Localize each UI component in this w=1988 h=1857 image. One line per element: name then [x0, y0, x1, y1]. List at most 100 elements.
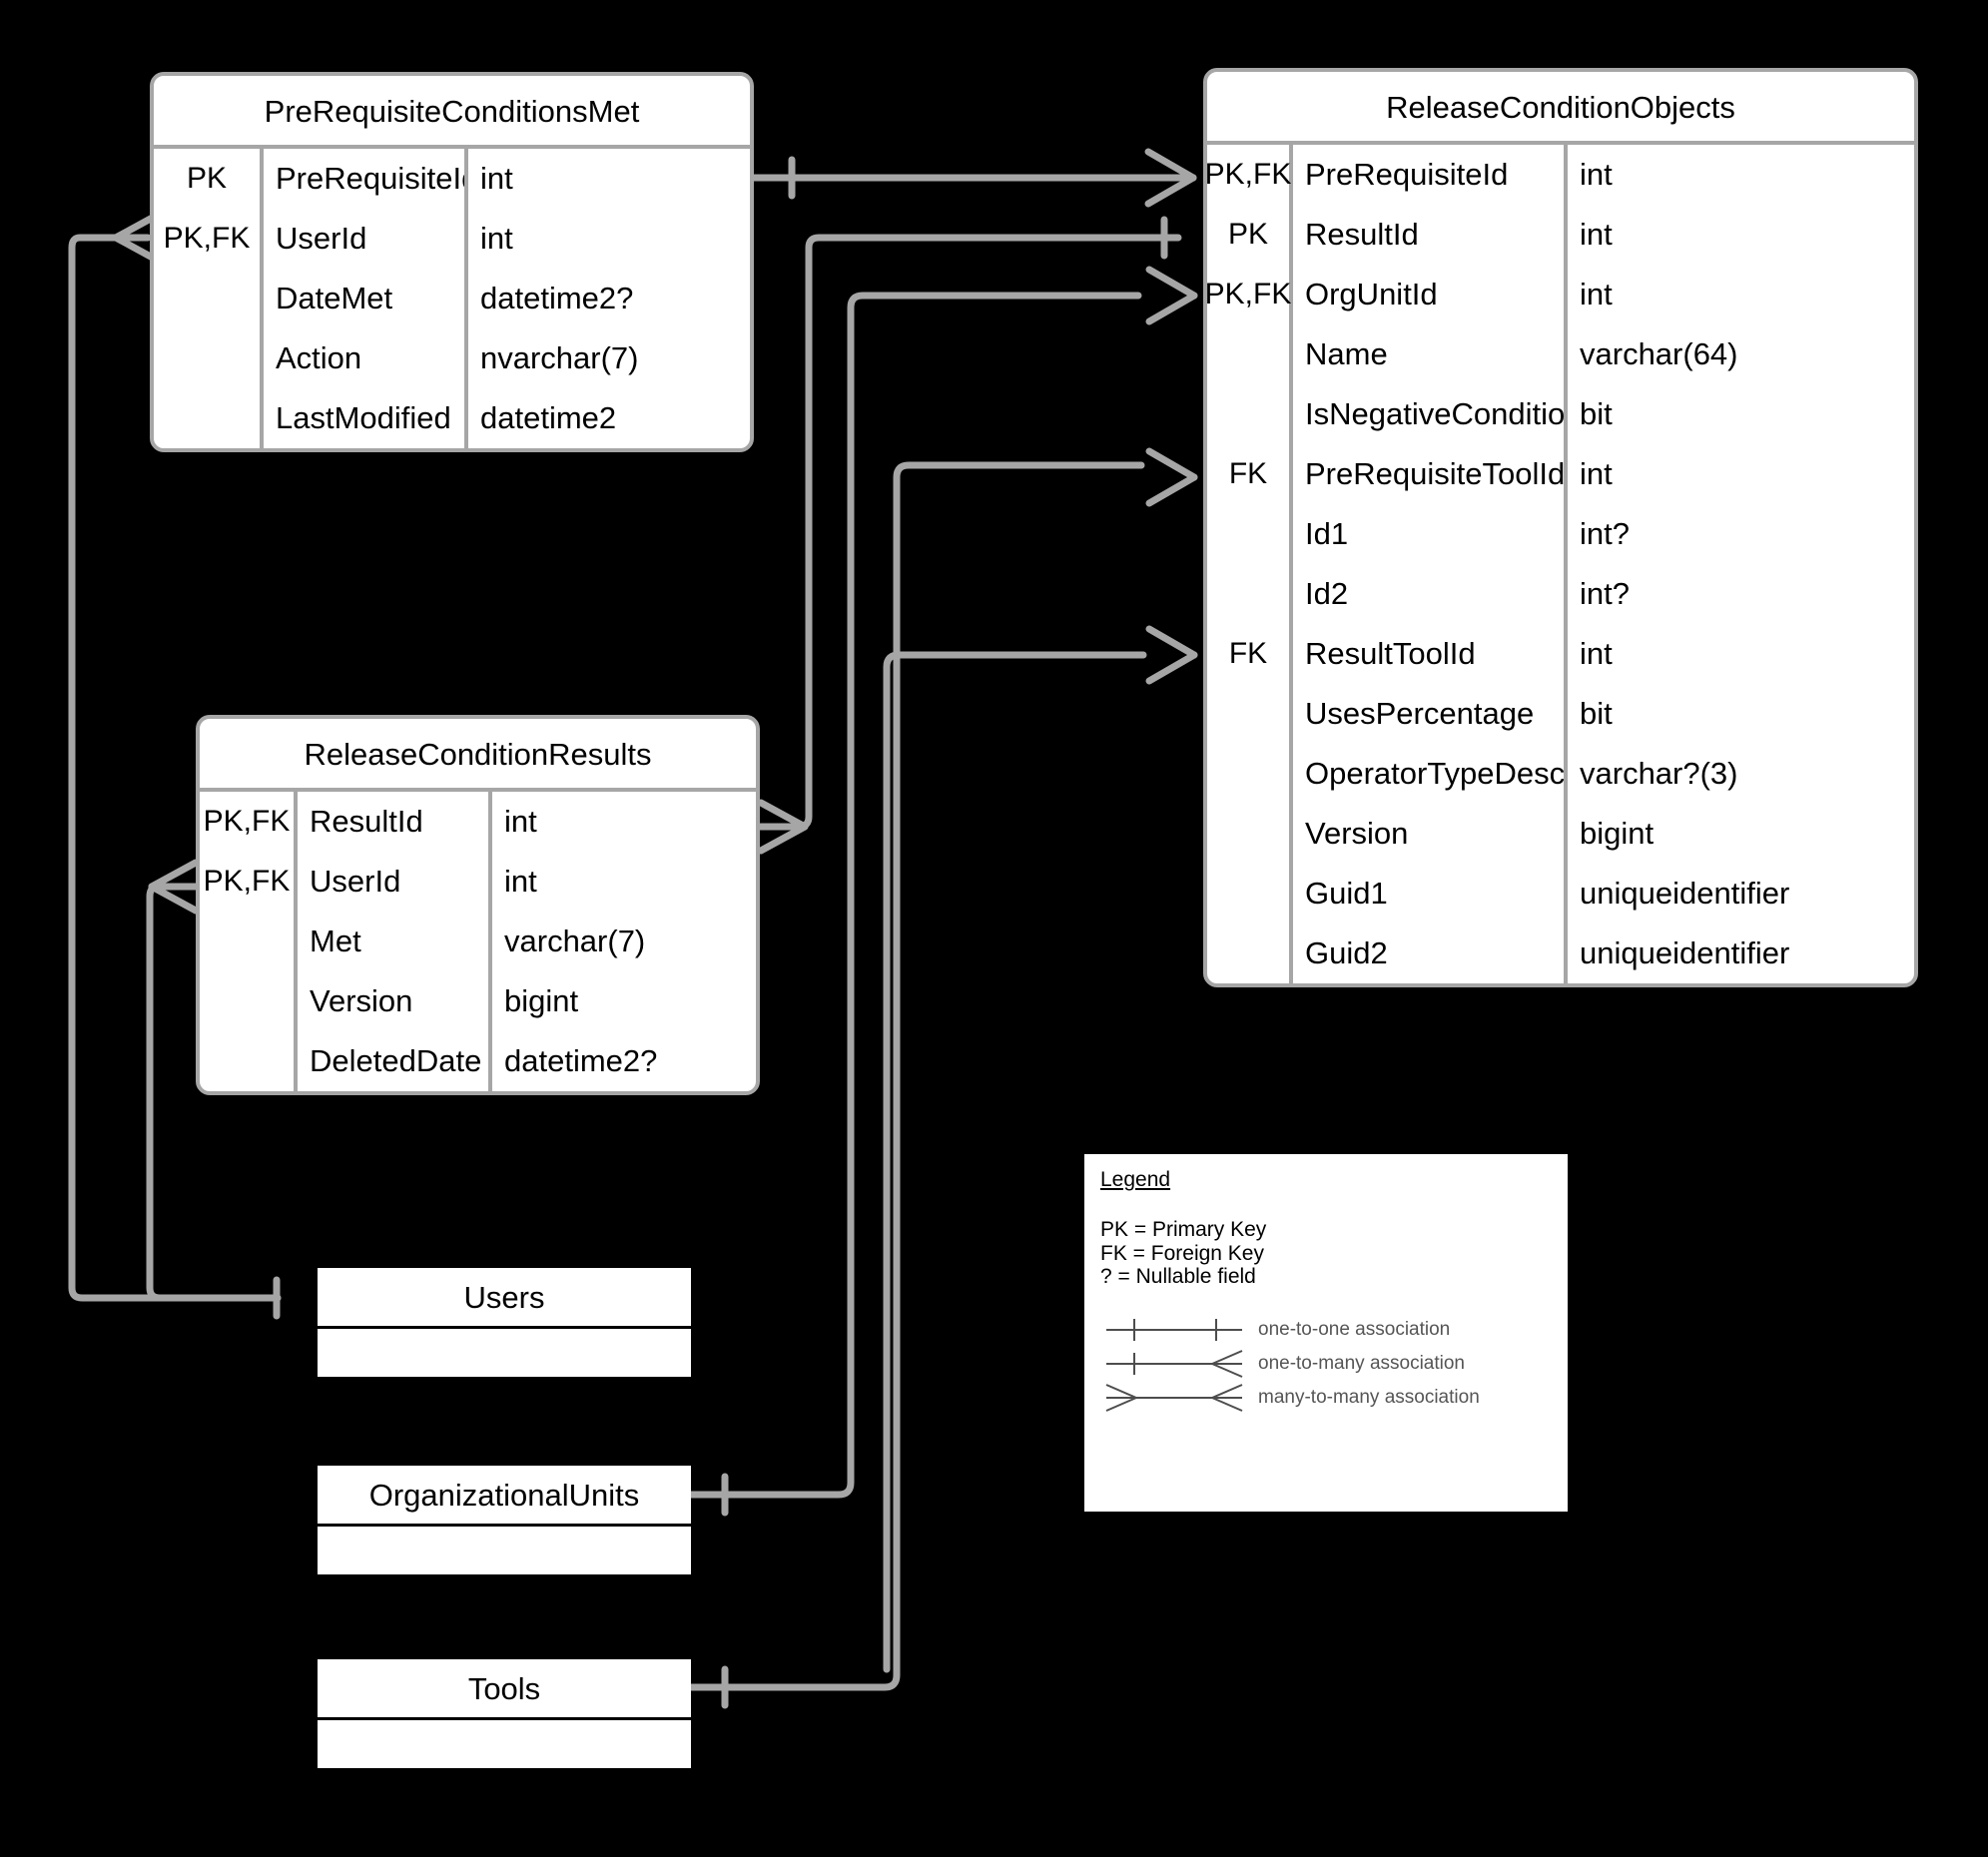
row-key [154, 269, 264, 328]
row-type: bigint [504, 983, 579, 1018]
row-field: DeletedDate [298, 1031, 492, 1091]
row-key [200, 912, 298, 971]
entity-organizational-units[interactable]: OrganizationalUnits [318, 1466, 691, 1574]
legend-definition-fk: FK = Foreign Key [1100, 1241, 1264, 1265]
row-field: ResultId [1293, 205, 1568, 265]
entity-body-empty [318, 1720, 691, 1768]
many-to-many-icon [1105, 1383, 1243, 1412]
row-type: varchar?(3) [1580, 756, 1738, 791]
table-row: DateMet datetime2? [154, 269, 750, 328]
row-field: OrgUnitId [1293, 265, 1568, 324]
one-to-one-icon [1106, 1318, 1242, 1341]
row-type: uniqueidentifier [1580, 935, 1790, 970]
legend-row-many-to-many: many-to-many association [1100, 1381, 1552, 1415]
row-type: int [480, 221, 513, 256]
row-type: int? [1580, 576, 1630, 611]
table-row: Version bigint [200, 971, 756, 1031]
table-row: IsNegativeCondition bit [1207, 384, 1914, 444]
row-field: UsesPercentage [1293, 684, 1568, 744]
entity-rows: PK,FK ResultId int PK,FK UserId int Met … [200, 792, 756, 1091]
row-type: varchar(7) [504, 924, 646, 958]
row-key: FK [1207, 624, 1293, 684]
entity-title: PreRequisiteConditionsMet [154, 76, 750, 149]
row-key: PK,FK [1207, 265, 1293, 324]
legend-definition-nullable: ? = Nullable field [1100, 1265, 1256, 1289]
row-type: int [1580, 217, 1613, 252]
row-field: Id1 [1293, 504, 1568, 564]
row-key [154, 388, 264, 448]
entity-rows: PK PreRequisiteId int PK,FK UserId int D… [154, 149, 750, 448]
legend-row-one-to-many: one-to-many association [1100, 1347, 1552, 1381]
legend-label: one-to-one association [1258, 1318, 1451, 1340]
row-key: PK,FK [1207, 145, 1293, 205]
table-row: Name varchar(64) [1207, 324, 1914, 384]
row-type: uniqueidentifier [1580, 876, 1790, 911]
table-row: PK,FK UserId int [154, 209, 750, 269]
row-key [200, 971, 298, 1031]
entity-release-condition-results[interactable]: ReleaseConditionResults PK,FK ResultId i… [196, 715, 760, 1095]
row-key [1207, 804, 1293, 864]
table-row: PK,FK OrgUnitId int [1207, 265, 1914, 324]
row-key: FK [1207, 444, 1293, 504]
crowsfoot-objects-resulttoolid [1145, 625, 1198, 685]
crowsfoot-results-resultid [757, 799, 809, 855]
row-key [1207, 324, 1293, 384]
row-field: IsNegativeCondition [1293, 384, 1568, 444]
row-field: Name [1293, 324, 1568, 384]
row-key [1207, 504, 1293, 564]
row-type: int [1580, 636, 1613, 671]
row-type: int [1580, 456, 1613, 491]
table-row: Guid2 uniqueidentifier [1207, 924, 1914, 983]
entity-release-condition-objects[interactable]: ReleaseConditionObjects PK,FK PreRequisi… [1203, 68, 1918, 987]
one-to-many-icon [1106, 1349, 1243, 1378]
crowsfoot-results-userid [148, 859, 200, 915]
row-field: PreRequisiteToolId [1293, 444, 1568, 504]
table-row: Action nvarchar(7) [154, 328, 750, 388]
row-type: int [1580, 277, 1613, 311]
entity-prerequisite-conditions-met[interactable]: PreRequisiteConditionsMet PK PreRequisit… [150, 72, 754, 452]
table-row: Met varchar(7) [200, 912, 756, 971]
crowsfoot-objects-orgunitid [1145, 266, 1198, 325]
legend-label: many-to-many association [1258, 1386, 1480, 1408]
legend-definition-pk: PK = Primary Key [1100, 1218, 1267, 1241]
row-field: Guid2 [1293, 924, 1568, 983]
row-type: datetime2 [480, 400, 617, 435]
row-key: PK [154, 149, 264, 209]
table-row: FK ResultToolId int [1207, 624, 1914, 684]
table-row: UsesPercentage bit [1207, 684, 1914, 744]
row-type: datetime2? [504, 1043, 658, 1078]
table-row: Id1 int? [1207, 504, 1914, 564]
row-type: int [504, 864, 537, 899]
table-row: PK,FK PreRequisiteId int [1207, 145, 1914, 205]
row-field: Id2 [1293, 564, 1568, 624]
row-key [1207, 924, 1293, 983]
row-type: nvarchar(7) [480, 340, 639, 375]
table-row: Id2 int? [1207, 564, 1914, 624]
row-field: UserId [298, 852, 492, 912]
table-row: Version bigint [1207, 804, 1914, 864]
row-field: DateMet [264, 269, 468, 328]
table-row: FK PreRequisiteToolId int [1207, 444, 1914, 504]
row-field: LastModified [264, 388, 468, 448]
row-key [1207, 384, 1293, 444]
row-field: Action [264, 328, 468, 388]
entity-users[interactable]: Users [318, 1268, 691, 1377]
row-key: PK [1207, 205, 1293, 265]
entity-tools[interactable]: Tools [318, 1659, 691, 1768]
entity-rows: PK,FK PreRequisiteId int PK ResultId int… [1207, 145, 1914, 983]
row-type: int? [1580, 516, 1630, 551]
row-field: ResultId [298, 792, 492, 852]
row-key: PK,FK [200, 852, 298, 912]
row-field: ResultToolId [1293, 624, 1568, 684]
row-type: bit [1580, 396, 1613, 431]
legend-label: one-to-many association [1258, 1352, 1465, 1374]
row-key: PK,FK [200, 792, 298, 852]
row-type: int [1580, 157, 1613, 192]
row-type: int [480, 161, 513, 196]
row-key [1207, 684, 1293, 744]
legend-associations: one-to-one association one-to-many assoc… [1100, 1313, 1552, 1415]
wire-results-resultid-to-objects [755, 234, 1182, 831]
row-field: PreRequisiteId [1293, 145, 1568, 205]
row-type: datetime2? [480, 281, 634, 315]
